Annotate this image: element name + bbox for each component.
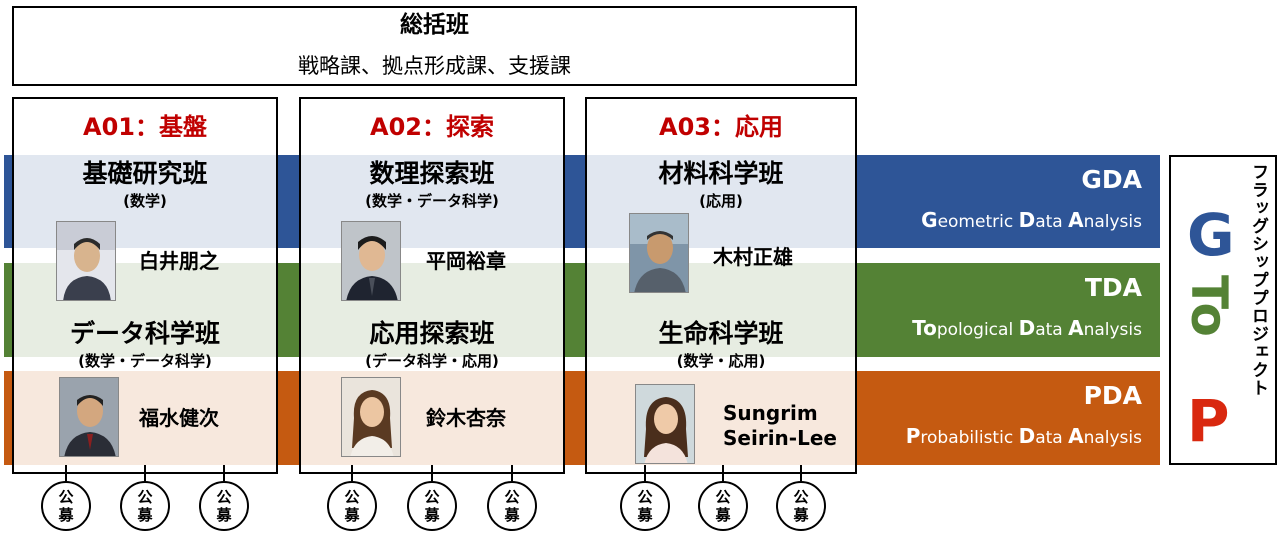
person-photo <box>629 213 689 293</box>
group-a02: A02：探索 数理探索班 (数学・データ科学) 平岡裕章 応用探索班 (データ科… <box>299 97 565 474</box>
team-field: (数学) <box>123 192 167 210</box>
band-abbr: TDA <box>1084 273 1142 302</box>
person-photo <box>341 377 401 457</box>
band-abbr: GDA <box>1081 165 1142 194</box>
connector-line <box>223 465 225 481</box>
connector-line <box>431 465 433 481</box>
team-name: データ科学班 <box>69 319 220 348</box>
connector-line <box>511 465 513 481</box>
team-name: 応用探索班 <box>369 319 495 348</box>
band-full-name: Geometric Data Analysis <box>921 208 1142 232</box>
person-photo <box>59 377 119 457</box>
open-recruitment-circle: 公募 <box>407 481 457 531</box>
summary-subtitle: 戦略課、拠点形成課、支援課 <box>298 54 571 78</box>
flagship-project-box: フラッグシッププロジェクト G To P <box>1169 155 1277 465</box>
band-pda-label: PDA Probabilistic Data Analysis <box>906 371 1142 449</box>
band-abbr: PDA <box>1083 381 1142 410</box>
summary-title: 総括班 <box>400 12 469 38</box>
group-header: A03：応用 <box>659 113 783 141</box>
person-name: 木村正雄 <box>713 245 793 269</box>
band-gda-label: GDA Geometric Data Analysis <box>921 155 1142 233</box>
gtop-letter-p: P <box>1187 387 1230 455</box>
person-photo <box>56 221 116 301</box>
connector-line <box>144 465 146 481</box>
person-name: 白井朋之 <box>139 249 219 273</box>
summary-group-box: 総括班 戦略課、拠点形成課、支援課 <box>12 6 857 86</box>
connector-line <box>800 465 802 481</box>
connector-line <box>65 465 67 481</box>
team-field: (数学・応用) <box>676 352 766 370</box>
gtop-letter-to: To <box>1180 275 1238 337</box>
group-a03: A03：応用 材料科学班 (応用) 木村正雄 生命科学班 (数学・応用) Sun… <box>585 97 857 474</box>
group-a01: A01：基盤 基礎研究班 (数学) 白井朋之 データ科学班 (数学・データ科学)… <box>12 97 278 474</box>
connector-line <box>644 465 646 481</box>
open-recruitment-circle: 公募 <box>698 481 748 531</box>
band-full-name: Topological Data Analysis <box>912 316 1142 340</box>
person-name: 平岡裕章 <box>426 249 506 273</box>
open-recruitment-circle: 公募 <box>327 481 377 531</box>
group-header: A02：探索 <box>370 113 494 141</box>
team-name: 基礎研究班 <box>82 159 208 188</box>
person-name: 鈴木杏奈 <box>426 406 506 430</box>
connector-line <box>722 465 724 481</box>
team-name: 材料科学班 <box>658 159 784 188</box>
open-recruitment-circle: 公募 <box>41 481 91 531</box>
band-tda-label: TDA Topological Data Analysis <box>912 263 1142 341</box>
team-field: (応用) <box>699 192 743 210</box>
open-recruitment-circle: 公募 <box>776 481 826 531</box>
person-name: Sungrim Seirin-Lee <box>723 401 837 451</box>
open-recruitment-circle: 公募 <box>199 481 249 531</box>
open-recruitment-circle: 公募 <box>487 481 537 531</box>
connector-line <box>351 465 353 481</box>
group-header: A01：基盤 <box>83 113 207 141</box>
team-name: 数理探索班 <box>369 159 495 188</box>
person-name: 福水健次 <box>139 406 219 430</box>
person-name-line2: Seirin-Lee <box>723 426 837 450</box>
band-full-name: Probabilistic Data Analysis <box>905 424 1142 448</box>
team-field: (数学・データ科学) <box>78 352 212 370</box>
person-photo <box>635 384 695 464</box>
team-field: (データ科学・応用) <box>365 352 499 370</box>
open-recruitment-circle: 公募 <box>620 481 670 531</box>
gtop-letter-g: G <box>1187 201 1235 269</box>
team-name: 生命科学班 <box>658 319 784 348</box>
person-photo <box>341 221 401 301</box>
person-name-line1: Sungrim <box>723 401 818 425</box>
team-field: (数学・データ科学) <box>365 192 499 210</box>
flagship-label: フラッグシッププロジェクト <box>1248 163 1268 397</box>
open-recruitment-circle: 公募 <box>120 481 170 531</box>
